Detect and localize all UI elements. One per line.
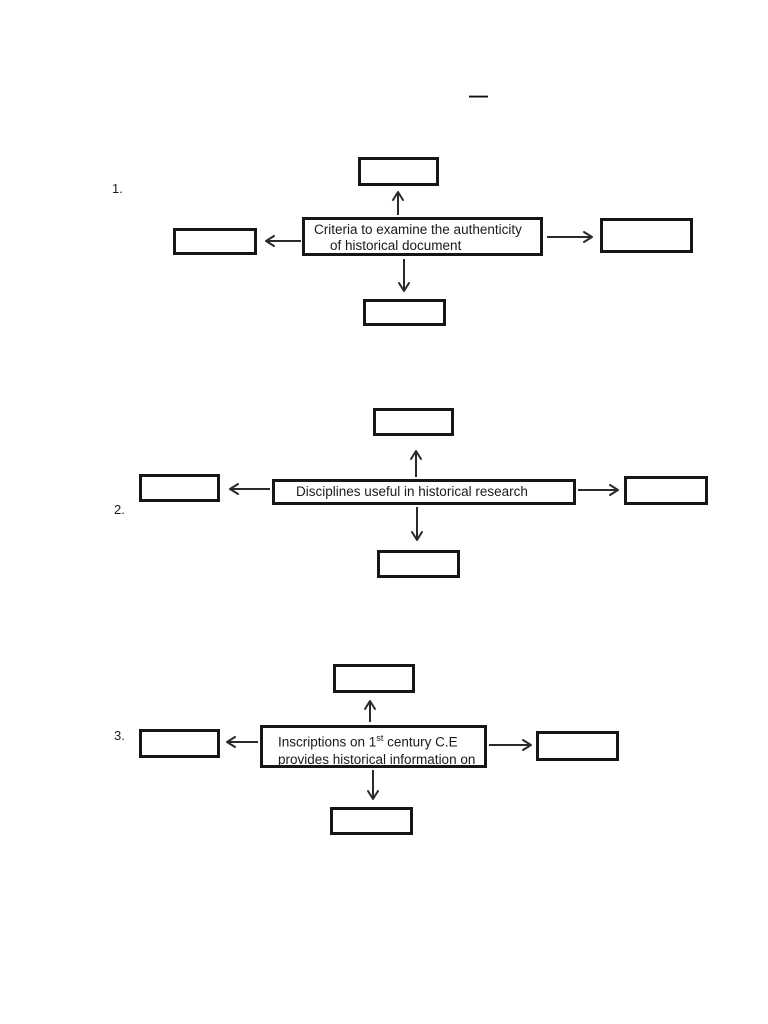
diagram-1-center-box: Criteria to examine the authenticity of … xyxy=(302,217,543,256)
diagram-1-number-label: 1. xyxy=(112,181,123,196)
superscript-st: st xyxy=(376,733,384,743)
diagram-1-answer-box-bottom xyxy=(363,299,446,326)
diagram-3-center-text-line1: Inscriptions on 1st century C.E xyxy=(278,733,458,750)
diagram-3-center-text-line2: provides historical information on xyxy=(278,752,476,767)
diagram-1-center-text-line2: of historical document xyxy=(330,238,462,253)
diagram-3-answer-box-right xyxy=(536,731,619,761)
diagram-2-number-label: 2. xyxy=(114,502,125,517)
diagram-3-answer-box-top xyxy=(333,664,415,693)
diagram-1-answer-box-top xyxy=(358,157,439,186)
diagram-2-answer-box-right xyxy=(624,476,708,505)
top-dash-mark: — xyxy=(469,86,488,107)
diagram-2-answer-box-top xyxy=(373,408,454,436)
diagram-2-center-text: Disciplines useful in historical researc… xyxy=(296,484,528,499)
diagram-3-number-label: 3. xyxy=(114,728,125,743)
diagram-2-center-box: Disciplines useful in historical researc… xyxy=(272,479,576,505)
diagram-3-answer-box-left xyxy=(139,729,220,758)
diagram-1-answer-box-right xyxy=(600,218,693,253)
diagram-1-center-text-line1: Criteria to examine the authenticity xyxy=(314,222,522,237)
diagram-3-center-box: Inscriptions on 1st century C.E provides… xyxy=(260,725,487,768)
diagram-3-answer-box-bottom xyxy=(330,807,413,835)
diagram-2-answer-box-left xyxy=(139,474,220,502)
diagram-2-answer-box-bottom xyxy=(377,550,460,578)
diagram-1-answer-box-left xyxy=(173,228,257,255)
